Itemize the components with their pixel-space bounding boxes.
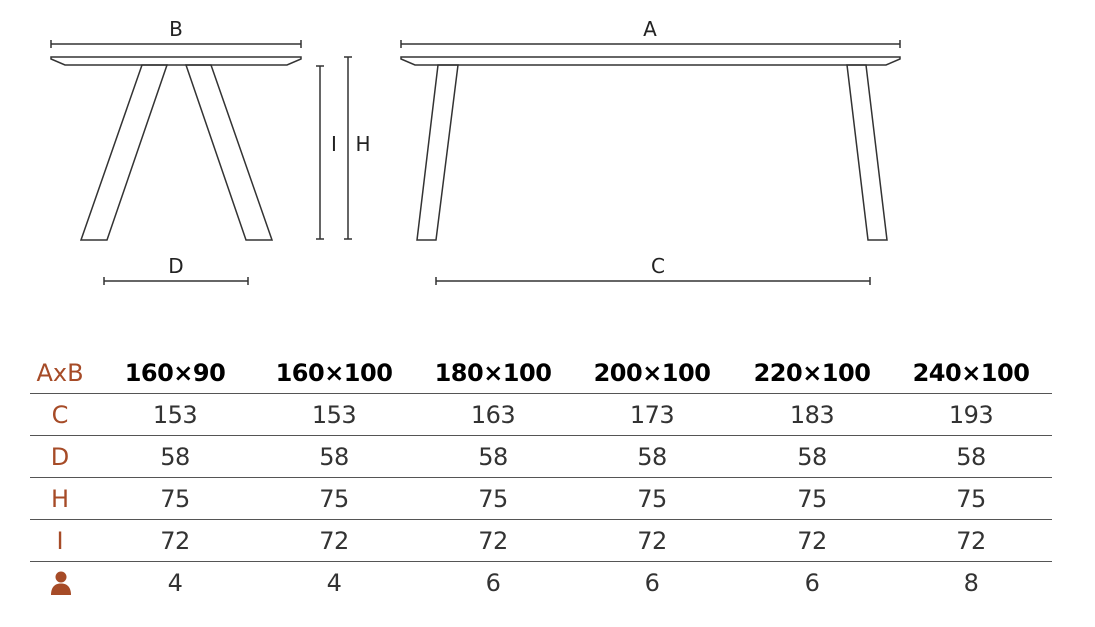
table-cell: 163 [470,401,516,429]
table-cell: 193 [948,401,994,429]
table-cell: 58 [797,443,827,471]
table-header-row: AxB 160×90 160×100 180×100 200×100 220×1… [30,352,1052,394]
table-cell: 72 [637,527,667,555]
table-cell: 75 [319,485,349,513]
table-cell: 6 [804,569,820,597]
front-leg-right [846,64,888,241]
side-leg-right [184,64,274,241]
size-heading: 200×100 [593,359,711,387]
table-cell: 75 [478,485,508,513]
size-heading: 220×100 [753,359,871,387]
table-cell: 173 [629,401,675,429]
table-cell: 75 [637,485,667,513]
side-tabletop [50,56,302,66]
size-heading: 160×90 [124,359,226,387]
height-dimensions: I H [316,56,371,240]
table-cell: 58 [478,443,508,471]
table-cell: 72 [797,527,827,555]
table-cell: 72 [160,527,190,555]
table-cell: 6 [644,569,660,597]
table-row-h: H 75 75 75 75 75 75 [30,478,1052,520]
front-tabletop [400,56,901,66]
label-c: C [651,254,665,278]
label-i: I [331,132,337,156]
table-cell: 72 [319,527,349,555]
table-cell: 72 [478,527,508,555]
size-heading: 180×100 [434,359,552,387]
table-cell: 58 [637,443,667,471]
size-heading: 240×100 [912,359,1030,387]
table-cell: 72 [956,527,986,555]
table-cell: 6 [485,569,501,597]
label-b: B [169,17,183,41]
table-dimension-drawing: B D I H A C [50,17,901,285]
side-leg-left [79,64,169,241]
label-a: A [643,17,657,41]
table-row-c: C 153 153 163 173 183 193 [30,394,1052,436]
label-h: H [355,132,370,156]
front-leg-left [416,64,459,241]
table-cell: 58 [160,443,190,471]
row-label: H [50,485,70,513]
front-view: A C [400,17,901,285]
table-cell: 58 [956,443,986,471]
table-cell: 75 [956,485,986,513]
table-cell: 8 [963,569,979,597]
table-row-seats: 4 4 6 6 6 8 [30,562,1052,604]
table-cell: 183 [789,401,835,429]
table-cell: 153 [152,401,198,429]
table-row-i: I 72 72 72 72 72 72 [30,520,1052,562]
row-label: C [51,401,69,429]
table-cell: 4 [167,569,183,597]
person-icon [51,571,71,595]
dimension-table: AxB 160×90 160×100 180×100 200×100 220×1… [30,352,1052,604]
size-heading: 160×100 [275,359,393,387]
table-cell: 75 [160,485,190,513]
table-cell: 4 [326,569,342,597]
row-label: D [50,443,70,471]
table-cell: 58 [319,443,349,471]
table-cell: 153 [311,401,357,429]
side-view: B D [50,17,302,285]
table-cell: 75 [797,485,827,513]
table-row-d: D 58 58 58 58 58 58 [30,436,1052,478]
header-label: AxB [36,359,84,387]
row-label: I [56,527,64,555]
label-d: D [168,254,183,278]
